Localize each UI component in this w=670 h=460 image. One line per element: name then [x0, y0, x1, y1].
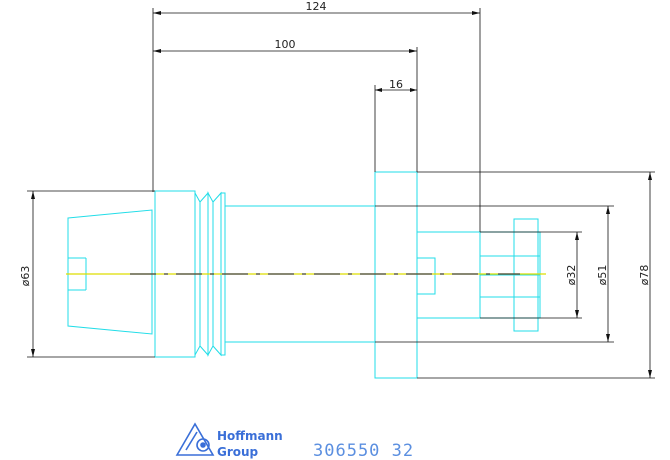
dim-diameter-51: ø51	[375, 205, 614, 343]
dim-label-124: 124	[306, 0, 327, 13]
logo-line2: Group	[217, 445, 259, 459]
dim-label-16: 16	[389, 78, 403, 91]
stub	[416, 231, 481, 319]
collet-cone	[67, 209, 153, 335]
hoffmann-group-logo: Hoffmann Group	[175, 422, 283, 459]
stub-slot	[417, 257, 436, 295]
dim-label-100: 100	[275, 38, 296, 51]
dim-overall-length: 124	[152, 0, 481, 232]
dim-diameter-63: ø63	[19, 190, 155, 358]
dim-diameter-78: ø78	[417, 171, 655, 379]
part-outline	[67, 171, 541, 379]
dim-label-51: ø51	[596, 265, 609, 286]
dim-label-63: ø63	[19, 266, 32, 287]
drive-key	[513, 218, 539, 332]
logo-line1: Hoffmann	[217, 429, 283, 443]
dim-label-32: ø32	[565, 265, 578, 286]
logo-icon	[175, 422, 215, 456]
dim-label-78: ø78	[638, 265, 651, 286]
flange	[374, 171, 418, 379]
dim-diameter-32: ø32	[480, 231, 582, 319]
dim-shank-length: 100	[153, 38, 418, 172]
part-number: 306550 32	[313, 441, 414, 460]
dim-flange-width: 16	[374, 78, 417, 172]
